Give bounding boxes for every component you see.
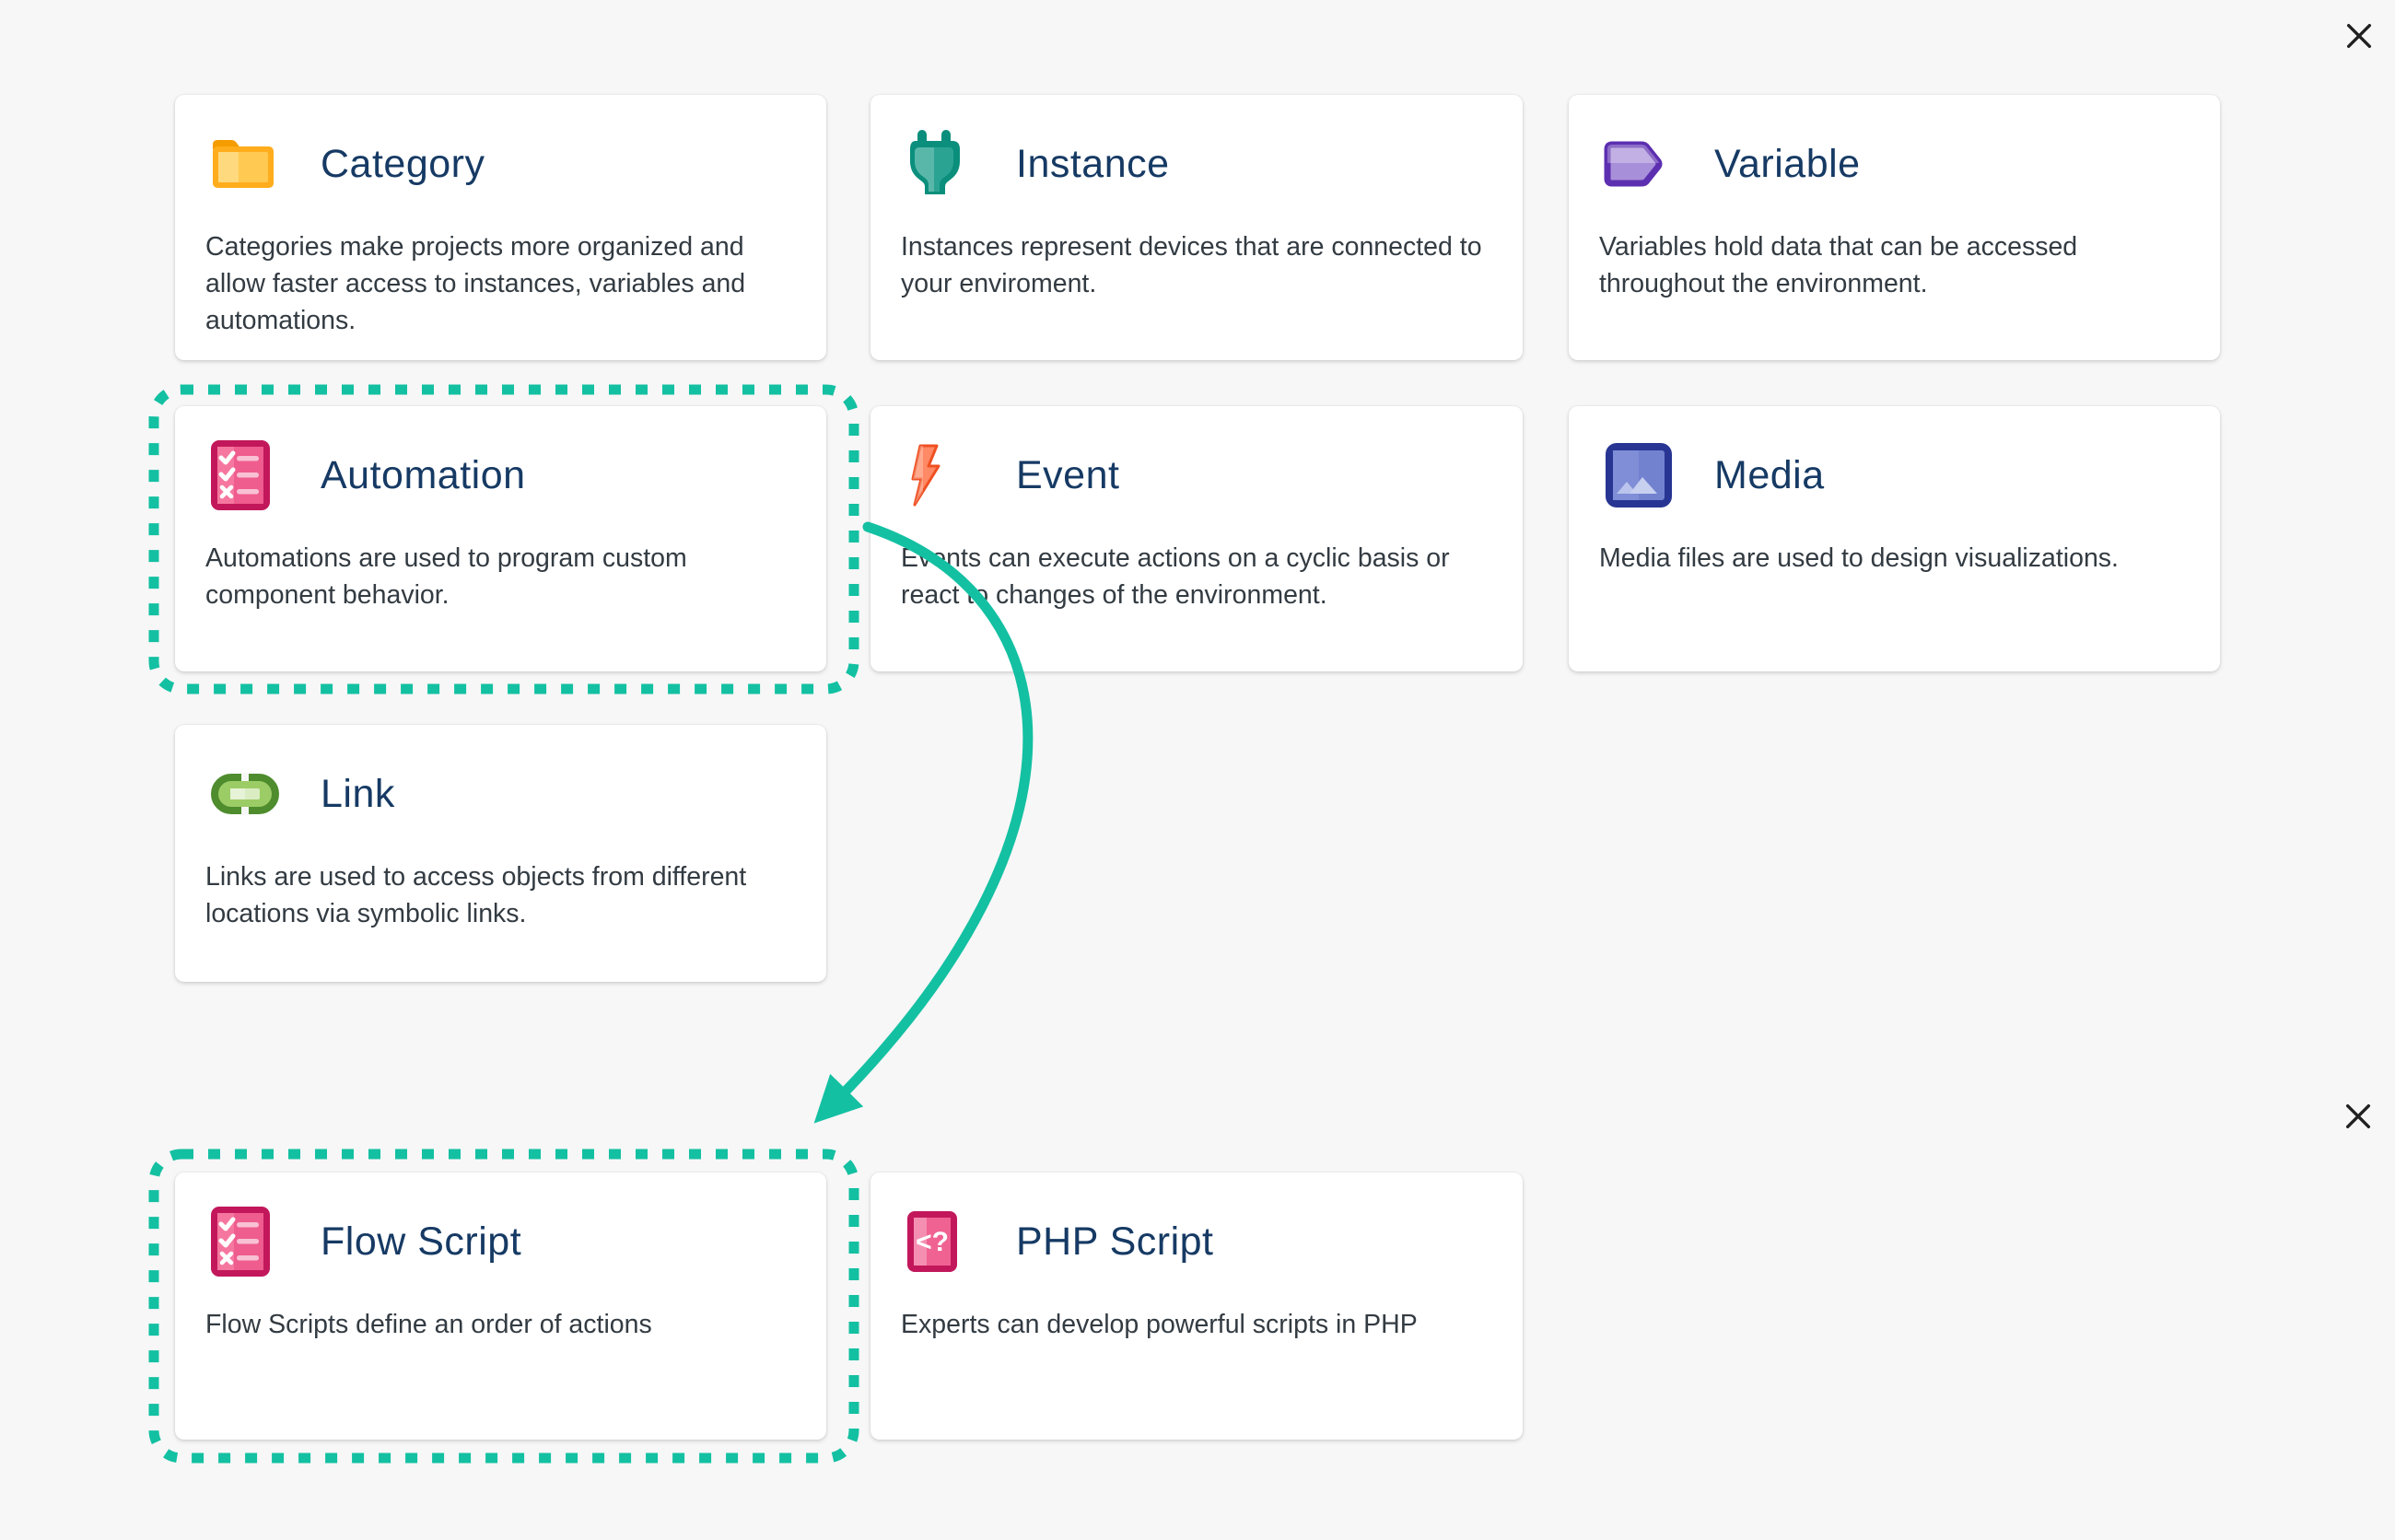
card-description: Experts can develop powerful scripts in … xyxy=(901,1310,1418,1339)
card-description: Variables hold data that can be accessed… xyxy=(1599,232,2078,298)
card-title: Media xyxy=(1714,452,1825,497)
folder-icon xyxy=(210,137,321,191)
card-header: Event xyxy=(905,406,1504,544)
php-icon xyxy=(905,1209,1016,1274)
card-title: Automation xyxy=(321,452,526,497)
folder-icon-svg xyxy=(210,137,276,191)
card-variable[interactable]: Variable Variables hold data that can be… xyxy=(1569,95,2220,360)
close-button-middle[interactable] xyxy=(2338,1096,2378,1137)
image-icon xyxy=(1604,441,1714,509)
card-header: Media xyxy=(1604,406,2202,544)
plug-icon xyxy=(905,128,1016,200)
link-icon-svg xyxy=(210,773,280,815)
card-header: Category xyxy=(210,95,808,233)
card-automation[interactable]: Automation Automations are used to progr… xyxy=(175,406,826,671)
card-header: PHP Script xyxy=(905,1172,1504,1311)
card-flow-script[interactable]: Flow Script Flow Scripts define an order… xyxy=(175,1172,826,1440)
card-header: Flow Script xyxy=(210,1172,808,1311)
checklist-icon-svg xyxy=(210,439,271,511)
checklist-icon xyxy=(210,439,321,511)
card-title: PHP Script xyxy=(1016,1219,1214,1264)
card-media[interactable]: Media Media files are used to design vis… xyxy=(1569,406,2220,671)
card-header: Link xyxy=(210,725,808,863)
close-icon xyxy=(2346,23,2372,49)
card-instance[interactable]: Instance Instances represent devices tha… xyxy=(870,95,1523,360)
close-icon xyxy=(2345,1103,2371,1129)
plug-icon-svg xyxy=(905,128,963,200)
card-title: Instance xyxy=(1016,141,1170,186)
card-description: Media files are used to design visualiza… xyxy=(1599,543,2119,573)
card-description: Categories make projects more organized … xyxy=(205,232,746,335)
php-icon-svg xyxy=(905,1209,959,1274)
card-description: Instances represent devices that are con… xyxy=(901,232,1482,298)
card-description: Automations are used to program custom c… xyxy=(205,543,687,610)
checklist-icon-svg xyxy=(210,1206,271,1278)
lightning-icon xyxy=(905,444,1016,507)
card-link[interactable]: Link Links are used to access objects fr… xyxy=(175,725,826,982)
image-icon-svg xyxy=(1604,441,1674,509)
card-event[interactable]: Event Events can execute actions on a cy… xyxy=(870,406,1523,671)
card-title: Category xyxy=(321,141,485,186)
card-header: Variable xyxy=(1604,95,2202,233)
card-php-script[interactable]: PHP Script Experts can develop powerful … xyxy=(870,1172,1523,1440)
card-title: Variable xyxy=(1714,141,1861,186)
tag-icon-svg xyxy=(1604,141,1663,187)
tag-icon xyxy=(1604,141,1714,187)
checklist-icon xyxy=(210,1206,321,1278)
card-description: Events can execute actions on a cyclic b… xyxy=(901,543,1450,610)
lightning-icon-svg xyxy=(905,444,944,507)
card-description: Links are used to access objects from di… xyxy=(205,862,747,928)
card-header: Automation xyxy=(210,406,808,544)
close-button-top[interactable] xyxy=(2339,16,2379,56)
card-title: Event xyxy=(1016,452,1120,497)
card-description: Flow Scripts define an order of actions xyxy=(205,1310,652,1339)
card-category[interactable]: Category Categories make projects more o… xyxy=(175,95,826,360)
card-title: Flow Script xyxy=(321,1219,522,1264)
card-title: Link xyxy=(321,771,395,816)
link-icon xyxy=(210,773,321,815)
card-header: Instance xyxy=(905,95,1504,233)
